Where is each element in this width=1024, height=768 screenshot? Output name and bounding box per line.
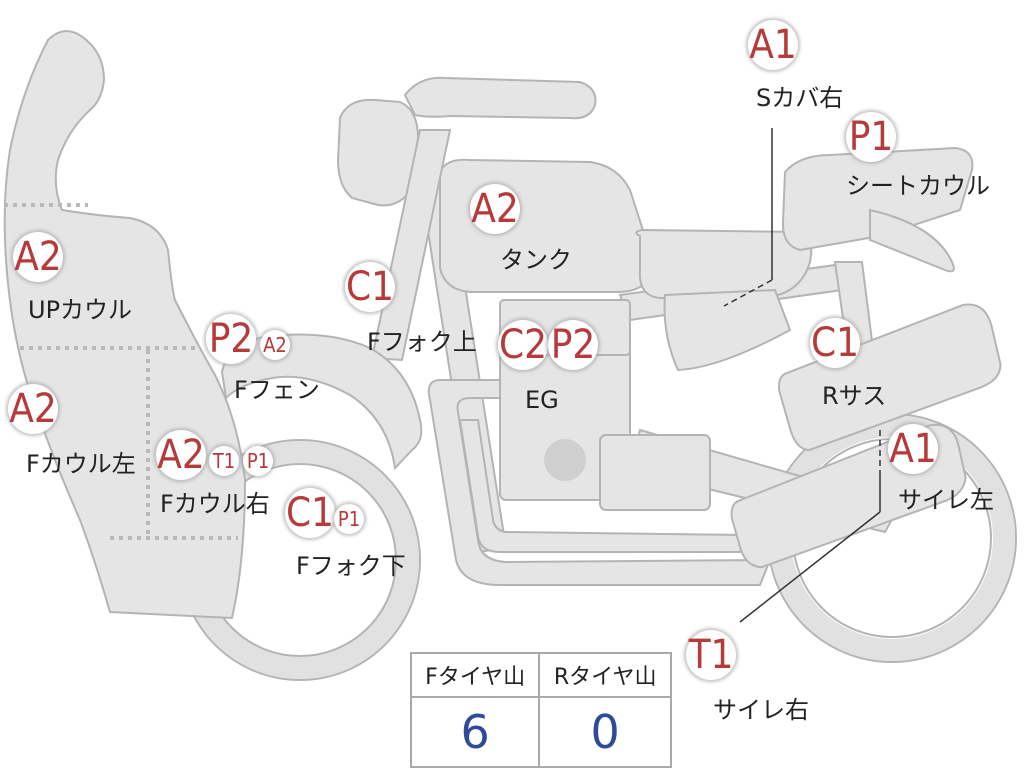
- label-muffler-left: サイレ左: [898, 486, 994, 514]
- grade-badge-cowl-right-1: A2: [156, 430, 206, 480]
- headlight: [336, 98, 420, 207]
- grade-badge-muffler-right: T1: [686, 630, 736, 680]
- handlebar: [403, 76, 597, 120]
- grade-badge-front-fork-upper: C1: [345, 262, 395, 312]
- seat: [635, 228, 813, 299]
- tail-fin: [869, 208, 955, 273]
- grade-badge-engine-2: P2: [548, 320, 598, 370]
- grade-badge-cowl-right-3: P1: [243, 446, 273, 476]
- muffler-upper: [778, 303, 1002, 452]
- label-s-cover-right: Sカバ右: [756, 84, 844, 112]
- label-seat-cowl: シートカウル: [846, 172, 990, 200]
- grade-badge-rear-suspension: C1: [810, 318, 860, 368]
- leader-muffler-right: [739, 511, 881, 623]
- tire-tread-table: Fタイヤ山 Rタイヤ山 6 0: [409, 652, 672, 768]
- label-muffler-right: サイレ右: [713, 696, 809, 724]
- grade-badge-tank: A2: [470, 184, 520, 234]
- label-upper-cowl: UPカウル: [28, 296, 133, 324]
- grade-badge-muffler-left: A1: [888, 424, 938, 474]
- label-front-fork-lower: Fフォク下: [296, 552, 406, 580]
- label-front-fork-upper: Fフォク上: [367, 328, 477, 356]
- front-fender: [220, 333, 423, 471]
- rear-tread-header: Rタイヤ山: [538, 652, 672, 698]
- label-rear-suspension: Rサス: [822, 382, 887, 410]
- grade-badge-front-fender-1: P2: [206, 314, 256, 364]
- side-cover-block: [599, 434, 711, 511]
- label-front-fender: Fフェン: [234, 376, 320, 404]
- front-tread-header: Fタイヤ山: [409, 652, 541, 698]
- grade-badge-front-fork-lower-1: C1: [285, 488, 335, 538]
- grade-badge-upper-cowl: A2: [13, 232, 63, 282]
- engine-cover: [544, 439, 586, 481]
- label-cowl-right: Fカウル右: [160, 490, 270, 518]
- front-tread-value: 6: [409, 696, 541, 768]
- grade-badge-cowl-left: A2: [8, 384, 58, 434]
- label-engine: EG: [525, 386, 559, 414]
- leader-s-cover-dash: [723, 279, 773, 307]
- side-cover: [663, 288, 792, 372]
- label-cowl-left: Fカウル左: [26, 450, 136, 478]
- grade-badge-front-fork-lower-2: P1: [334, 504, 364, 534]
- label-tank: タンク: [500, 246, 572, 274]
- grade-badge-engine-1: C2: [498, 320, 548, 370]
- grade-badge-front-fender-2: A2: [260, 330, 290, 360]
- grade-badge-s-cover-right: A1: [748, 20, 798, 70]
- exhaust-pipe: [427, 379, 772, 586]
- grade-badge-seat-cowl: P1: [846, 112, 896, 162]
- grade-badge-cowl-right-2: T1: [209, 446, 239, 476]
- seat-cowl-body: [781, 146, 974, 252]
- rear-tread-value: 0: [538, 696, 672, 768]
